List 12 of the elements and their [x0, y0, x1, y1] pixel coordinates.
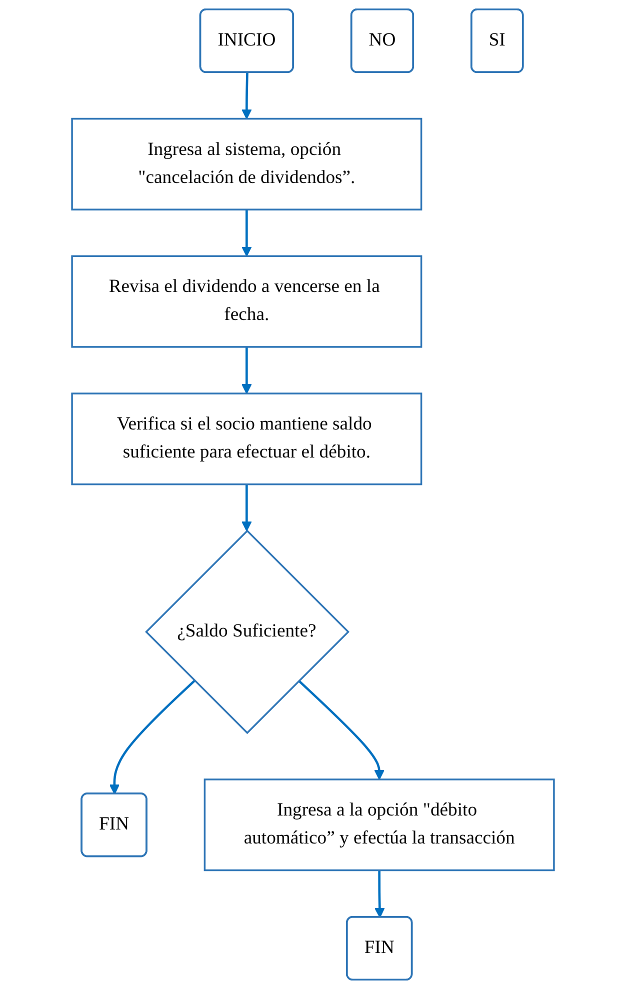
arrow — [109, 680, 196, 794]
arrow — [298, 680, 384, 780]
node-diamond: ¿Saldo Suficiente? — [145, 530, 350, 734]
arrow — [242, 346, 252, 394]
arrow — [374, 870, 385, 918]
arrow — [242, 484, 252, 532]
node-box: Verifica si el socio mantiene saldo suficiente para efectuar el débito. — [71, 392, 422, 486]
node-box: Revisa el dividendo a vencerse en la fecha. — [71, 255, 422, 348]
arrow — [242, 72, 252, 120]
node-box: Ingresa a la opción "débito automático” y efectúa la transacción — [204, 778, 555, 872]
node-box: Ingresa al sistema, opción "cancelación de dividendos”. — [71, 118, 422, 210]
arrow — [242, 210, 252, 257]
